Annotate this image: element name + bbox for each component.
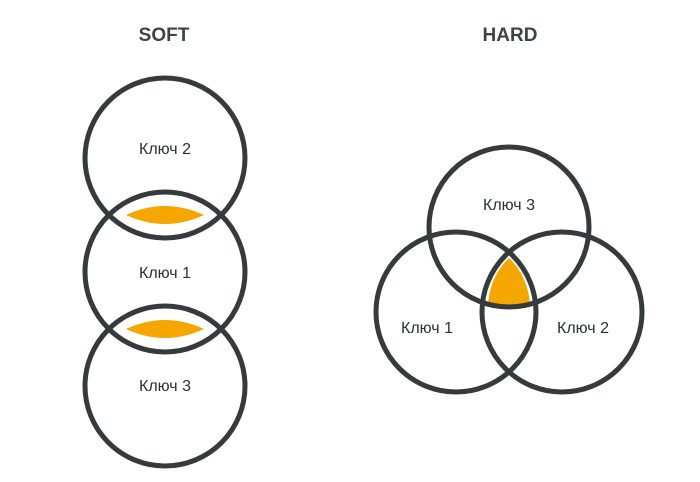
soft-key-bottom-label: Ключ 3	[139, 378, 191, 395]
hard-title: HARD	[483, 25, 538, 46]
soft-panel: SOFT Ключ 2 Ключ 1 Ключ 3	[82, 25, 248, 469]
hard-panel: HARD Ключ 3 Ключ 1 Ключ 2	[373, 25, 645, 395]
hard-circle-left	[373, 229, 539, 395]
hard-key-right-label: Ключ 2	[557, 320, 609, 337]
hard-circle-top	[426, 144, 592, 310]
hard-circle-right	[479, 229, 645, 395]
soft-overlap-highlight-top	[126, 206, 204, 224]
soft-circle-top	[82, 75, 248, 241]
soft-title: SOFT	[139, 25, 190, 46]
hard-triple-overlap-highlight	[488, 258, 530, 306]
soft-key-middle-label: Ключ 1	[139, 265, 191, 282]
soft-key-top-label: Ключ 2	[139, 141, 191, 158]
hard-key-top-label: Ключ 3	[483, 197, 535, 214]
hard-key-left-label: Ключ 1	[401, 320, 453, 337]
soft-circle-middle	[82, 189, 248, 355]
soft-overlap-highlight-bottom	[126, 320, 204, 338]
soft-circle-bottom	[82, 303, 248, 469]
